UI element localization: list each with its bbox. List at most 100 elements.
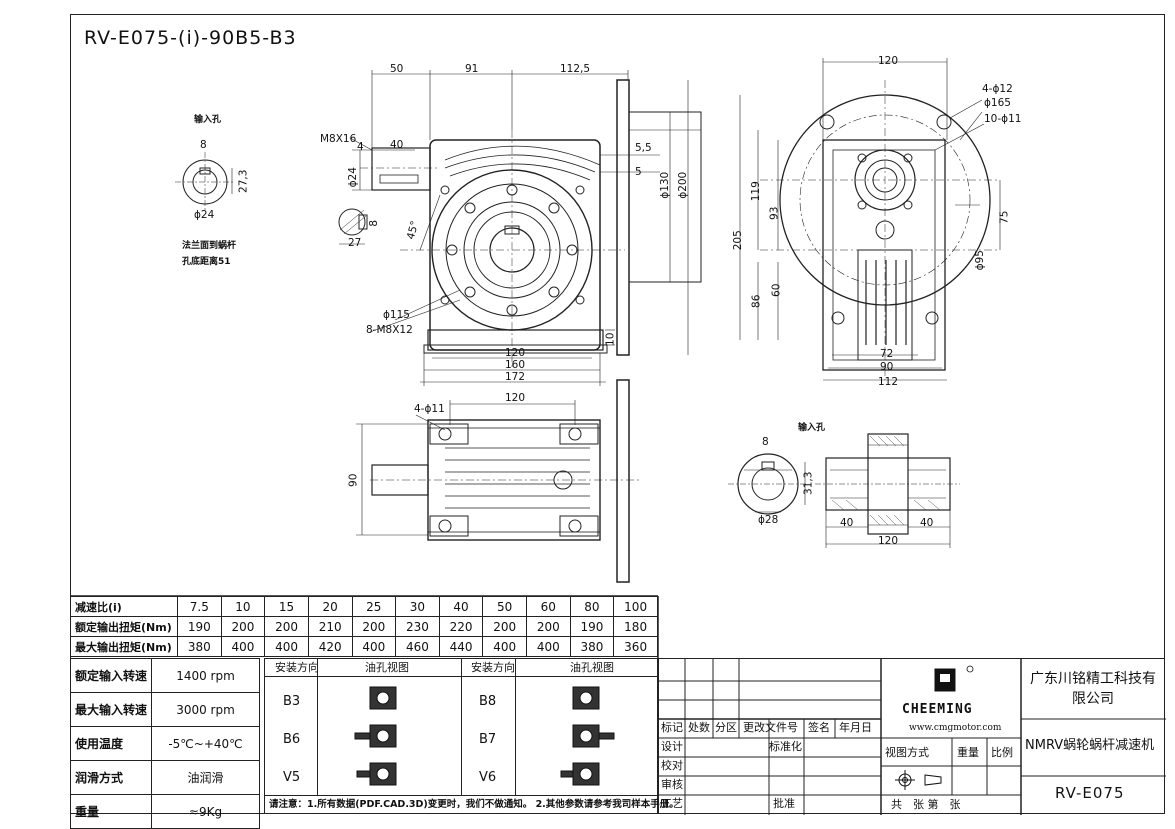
mount-b3: B3: [283, 694, 301, 709]
side-dim-119: 119: [749, 181, 762, 202]
output-dim-8: 8: [762, 436, 769, 448]
torque-cell: 210: [307, 616, 353, 637]
spec-value: ≈9Kg: [151, 794, 260, 829]
torque-cell: 200: [526, 616, 571, 637]
mounting-table: 安装方向 油孔视图 安装方向 油孔视图 B3 B6 V5 B8 B7 V6 请注…: [264, 658, 679, 814]
output-dim-31-3: 31,3: [802, 471, 815, 495]
spec-label: 使用温度: [70, 726, 152, 761]
side-dim-10-phi11: 10-ϕ11: [984, 113, 1022, 125]
keyway-section: [338, 208, 368, 245]
side-dim-60: 60: [770, 283, 783, 297]
mount-b7-icon: [572, 724, 615, 748]
approve-label: 批准: [773, 797, 795, 810]
mount-b3-icon: [369, 686, 397, 710]
brand-name: CHEEMING: [902, 702, 973, 717]
ratio-table: 减速比(i) 7.5 10 15 20 25 30 40 50 60 80 10…: [70, 596, 658, 657]
torque-cell: 400: [526, 636, 571, 657]
standard-label: 标准化: [769, 740, 802, 753]
torque-cell: 230: [395, 616, 440, 637]
torque-cell: 200: [482, 616, 527, 637]
side-dim-86: 86: [750, 294, 763, 308]
bottom-dim-120: 120: [505, 392, 526, 404]
rev-header: 更改文件号: [743, 721, 798, 734]
front-view: [349, 70, 702, 386]
sheets-label: 共 张 第 张: [891, 798, 961, 811]
dim-m8x16: M8X16: [320, 133, 357, 145]
output-dim-40a: 40: [840, 517, 854, 529]
rev-header: 分区: [715, 721, 737, 734]
dim-112-5: 112,5: [560, 63, 591, 75]
ratio-cell: 25: [351, 596, 397, 617]
spec-value: 3000 rpm: [151, 692, 260, 727]
key-dim-27: 27: [348, 237, 362, 249]
view-mode-label: 视图方式: [885, 746, 929, 759]
rated-torque-label: 额定输出扭矩(Nm): [70, 616, 178, 637]
review-label: 审核: [661, 778, 683, 791]
dim-5-5: 5,5: [635, 142, 652, 154]
ratio-cell: 40: [438, 596, 484, 617]
input-hole-label: 输入孔: [194, 115, 222, 125]
side-dim-4-phi12: 4-ϕ12: [982, 83, 1013, 95]
mount-b6: B6: [283, 732, 301, 747]
drawing-title: RV-E075-(i)-90B5-B3: [84, 27, 297, 49]
mount-head-view-left: 油孔视图: [365, 661, 409, 674]
rev-header: 标记: [661, 721, 683, 734]
max-torque-label: 最大输出扭矩(Nm): [70, 636, 178, 657]
mount-head-view-right: 油孔视图: [570, 661, 614, 674]
bottom-dim-4-phi11: 4-ϕ11: [414, 403, 445, 415]
spec-value: 油润滑: [151, 760, 260, 795]
output-hole-label: 输入孔: [798, 423, 826, 433]
ratio-cell: 20: [307, 596, 353, 617]
dim-91: 91: [465, 63, 479, 75]
output-dim-phi28: ϕ28: [758, 514, 779, 526]
dim-phi130: ϕ130: [659, 171, 672, 199]
torque-cell: 440: [438, 636, 484, 657]
ratio-cell: 80: [569, 596, 615, 617]
side-dim-phi95: ϕ95: [973, 250, 986, 271]
torque-cell: 200: [264, 616, 309, 637]
model-number: RV-E075: [1055, 784, 1125, 802]
torque-cell: 200: [220, 616, 266, 637]
ratio-row: 减速比(i) 7.5 10 15 20 25 30 40 50 60 80 10…: [70, 596, 658, 617]
dim-50: 50: [390, 63, 404, 75]
mount-b6-icon: [354, 724, 397, 748]
bottom-view: [356, 379, 640, 583]
ratio-cell: 7.5: [177, 596, 222, 617]
dim-phi200: ϕ200: [677, 171, 690, 199]
dim-5: 5: [635, 166, 642, 178]
flange-note-line1: 法兰面到蜗杆: [182, 241, 237, 251]
input-dim-phi24: ϕ24: [194, 209, 215, 221]
mount-b8: B8: [479, 694, 497, 709]
side-view: [739, 58, 1001, 381]
torque-cell: 180: [613, 616, 658, 637]
dim-phi115: ϕ115: [383, 309, 410, 321]
ratio-cell: 100: [613, 596, 658, 617]
mount-v5: V5: [283, 770, 301, 785]
output-dim-40b: 40: [920, 517, 934, 529]
bottom-dim-90: 90: [347, 473, 360, 487]
side-dim-72: 72: [880, 348, 894, 360]
projection-symbol-icon: [895, 770, 942, 790]
dim-10: 10: [604, 332, 617, 346]
output-dim-120: 120: [878, 535, 899, 547]
side-dim-90: 90: [880, 361, 894, 373]
mount-b7: B7: [479, 732, 497, 747]
brand-website: www.cmgmotor.com: [909, 723, 1002, 733]
torque-cell: 460: [395, 636, 440, 657]
process-label: 工艺: [661, 797, 683, 810]
torque-cell: 400: [264, 636, 309, 657]
side-dim-phi165: ϕ165: [984, 97, 1011, 109]
ratio-cell: 10: [220, 596, 266, 617]
side-dim-75: 75: [998, 210, 1011, 224]
design-label: 设计: [661, 740, 683, 753]
brand-logo-icon: [934, 665, 974, 692]
check-label: 校对: [661, 759, 683, 772]
side-dim-120: 120: [878, 55, 899, 67]
dim-40: 40: [390, 139, 404, 151]
side-dim-205: 205: [731, 230, 744, 251]
dim-phi24: ϕ24: [346, 167, 359, 188]
torque-cell: 190: [569, 616, 615, 637]
spec-label: 额定输入转速: [70, 658, 152, 693]
flange-note-line2: 孔底距离51: [182, 257, 231, 267]
